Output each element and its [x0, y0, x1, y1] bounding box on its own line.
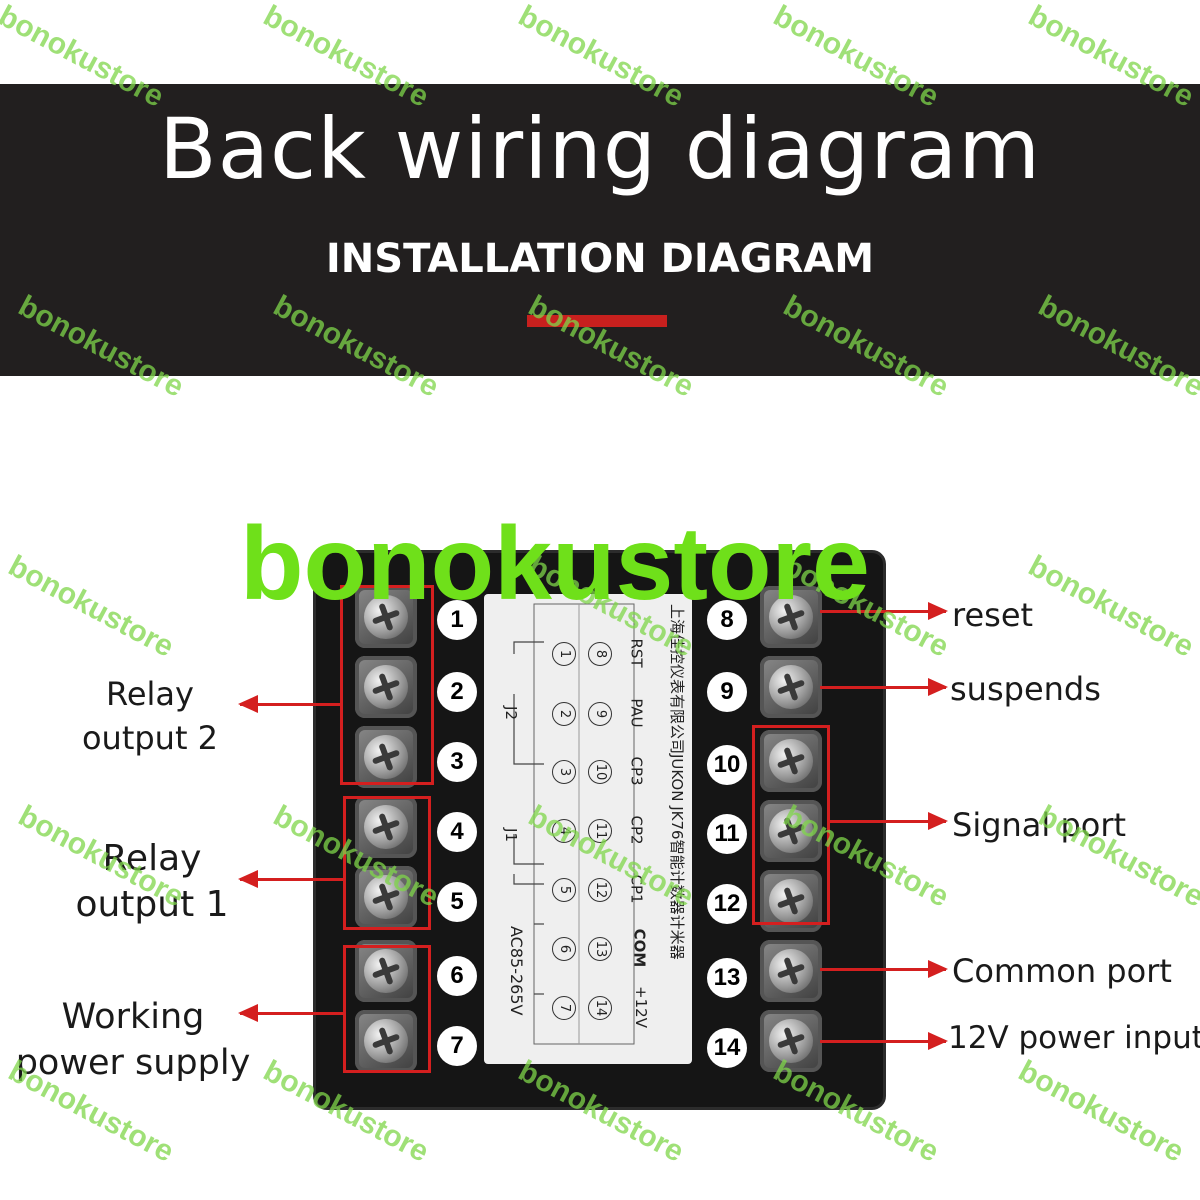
label-relay-output-2-line1: Relay — [106, 675, 194, 713]
arrow-reset — [820, 602, 948, 620]
arrow-suspends — [820, 678, 948, 696]
pin-name-pau: PAU — [627, 698, 646, 728]
terminal-number-11: 11 — [707, 814, 747, 854]
terminal-number-1: 1 — [437, 600, 477, 640]
panel-pin-9: 9 — [588, 702, 612, 726]
pin-name-12v: +12V — [631, 986, 650, 1028]
jumper-j1-label: J1 — [501, 828, 520, 842]
panel-pin-14: 14 — [588, 996, 612, 1020]
terminal-screw-10 — [760, 730, 822, 792]
label-relay-output-1-line1: Relay — [102, 838, 202, 879]
terminal-screw-12 — [760, 870, 822, 932]
label-common-port: Common port — [952, 952, 1172, 990]
panel-pin-13: 13 — [588, 937, 612, 961]
page-subtitle: INSTALLATION DIAGRAM — [325, 236, 875, 282]
watermark-large: bonokustore — [240, 506, 870, 622]
label-reset: reset — [952, 596, 1034, 634]
watermark: bonokustore — [1023, 549, 1200, 664]
terminal-screw-11 — [760, 800, 822, 862]
terminal-number-14: 14 — [707, 1028, 747, 1068]
label-relay-output-1-line2: output 1 — [75, 884, 229, 925]
panel-pin-3: 3 — [552, 760, 576, 784]
arrow-relay-output-1 — [238, 870, 343, 888]
label-12v-power-input: 12V power input — [948, 1020, 1200, 1056]
jumper-j2-label: J2 — [501, 706, 520, 720]
panel-pin-10: 10 — [588, 760, 612, 784]
group-box-signal-port — [752, 725, 830, 925]
panel-pin-12: 12 — [588, 878, 612, 902]
terminal-number-6: 6 — [437, 956, 477, 996]
terminal-screw-14 — [760, 1010, 822, 1072]
label-signal-port: Signal port — [952, 806, 1127, 844]
terminal-number-2: 2 — [437, 672, 477, 712]
terminal-number-13: 13 — [707, 958, 747, 998]
panel-pin-8: 8 — [588, 642, 612, 666]
terminal-screw-2 — [355, 656, 417, 718]
terminal-number-7: 7 — [437, 1026, 477, 1066]
terminal-screw-1 — [355, 586, 417, 648]
terminal-screw-13 — [760, 940, 822, 1002]
terminal-number-4: 4 — [437, 812, 477, 852]
group-box-relay-output-2 — [340, 585, 434, 785]
panel-pin-5: 5 — [552, 878, 576, 902]
panel-pin-7: 7 — [552, 996, 576, 1020]
arrow-working-power — [238, 1004, 343, 1022]
arrow-common-port — [820, 960, 948, 978]
group-box-relay-output-1 — [343, 796, 431, 930]
panel-pin-1: 1 — [552, 642, 576, 666]
terminal-screw-9 — [760, 656, 822, 718]
terminal-screw-5 — [355, 866, 417, 928]
panel-pin-2: 2 — [552, 702, 576, 726]
wiring-label-panel: 1 2 3 4 5 6 7 8 9 10 11 12 13 14 RST PAU… — [484, 594, 692, 1064]
label-working-power-line1: Working — [61, 997, 205, 1037]
terminal-number-3: 3 — [437, 742, 477, 782]
terminal-number-9: 9 — [707, 672, 747, 712]
arrow-relay-output-2 — [238, 695, 340, 713]
label-relay-output-1: Relay output 1 — [62, 836, 242, 928]
terminal-screw-8 — [760, 586, 822, 648]
watermark: bonokustore — [3, 549, 180, 664]
header-banner — [0, 84, 1200, 376]
panel-pin-6: 6 — [552, 937, 576, 961]
group-box-working-power — [343, 945, 431, 1073]
watermark: bonokustore — [1013, 1054, 1190, 1169]
arrow-signal-port — [830, 812, 948, 830]
ac-voltage-label: AC85-265V — [507, 926, 526, 1016]
label-suspends: suspends — [950, 670, 1101, 708]
accent-bar — [527, 315, 667, 327]
arrow-12v-power — [820, 1032, 948, 1050]
pin-name-com: COM — [630, 928, 649, 968]
terminal-screw-7 — [355, 1010, 417, 1072]
terminal-number-5: 5 — [437, 882, 477, 922]
panel-lines — [513, 603, 635, 1045]
label-relay-output-2-line2: output 2 — [81, 719, 219, 757]
terminal-screw-6 — [355, 940, 417, 1002]
label-working-power-supply: Working power supply — [8, 994, 258, 1086]
label-working-power-line2: power supply — [15, 1043, 251, 1083]
page-title: Back wiring diagram — [158, 100, 1042, 198]
label-relay-output-2: Relay output 2 — [70, 672, 230, 760]
terminal-screw-3 — [355, 726, 417, 788]
terminal-screw-4 — [355, 796, 417, 858]
terminal-number-10: 10 — [707, 745, 747, 785]
pin-name-cp3: CP3 — [627, 756, 646, 786]
terminal-number-8: 8 — [707, 600, 747, 640]
terminal-number-12: 12 — [707, 884, 747, 924]
pin-name-cp2: CP2 — [627, 815, 646, 845]
